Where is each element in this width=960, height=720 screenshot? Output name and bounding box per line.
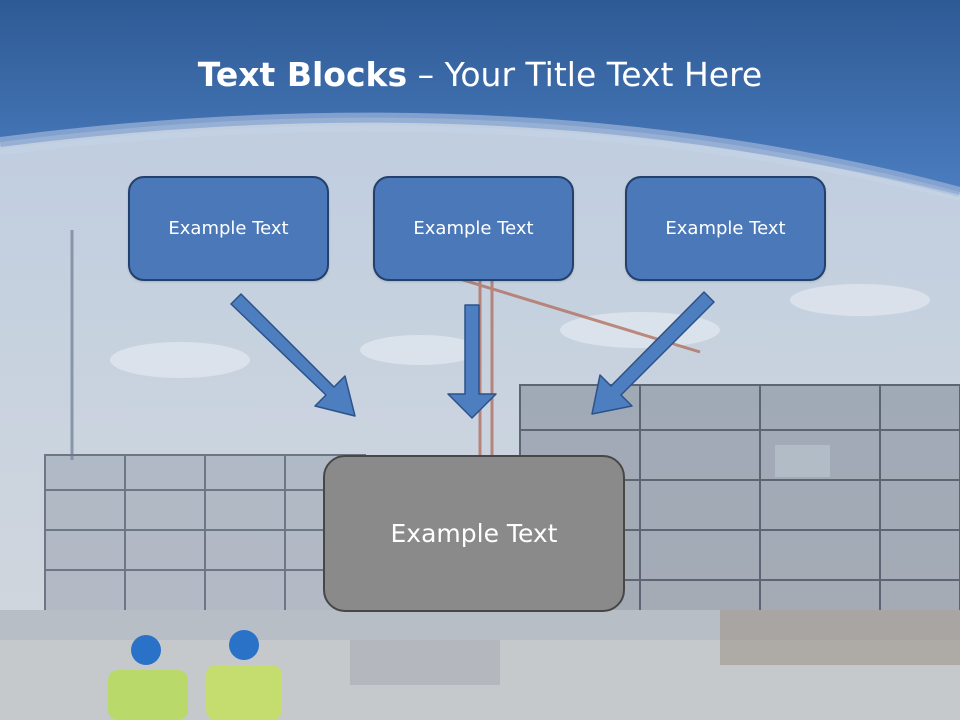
building-left	[44, 454, 366, 616]
text-block-right[interactable]: Example Text	[625, 176, 826, 281]
title-rest: – Your Title Text Here	[407, 55, 763, 94]
text-block-left-label: Example Text	[168, 218, 289, 239]
text-block-middle[interactable]: Example Text	[373, 176, 574, 281]
slide-title: Text Blocks – Your Title Text Here	[0, 52, 960, 98]
text-block-result-label: Example Text	[390, 519, 558, 548]
text-block-result[interactable]: Example Text	[323, 455, 625, 612]
text-block-left[interactable]: Example Text	[128, 176, 329, 281]
text-block-right-label: Example Text	[665, 218, 786, 239]
workers	[108, 630, 282, 720]
title-bold: Text Blocks	[197, 55, 408, 94]
text-block-middle-label: Example Text	[413, 218, 534, 239]
